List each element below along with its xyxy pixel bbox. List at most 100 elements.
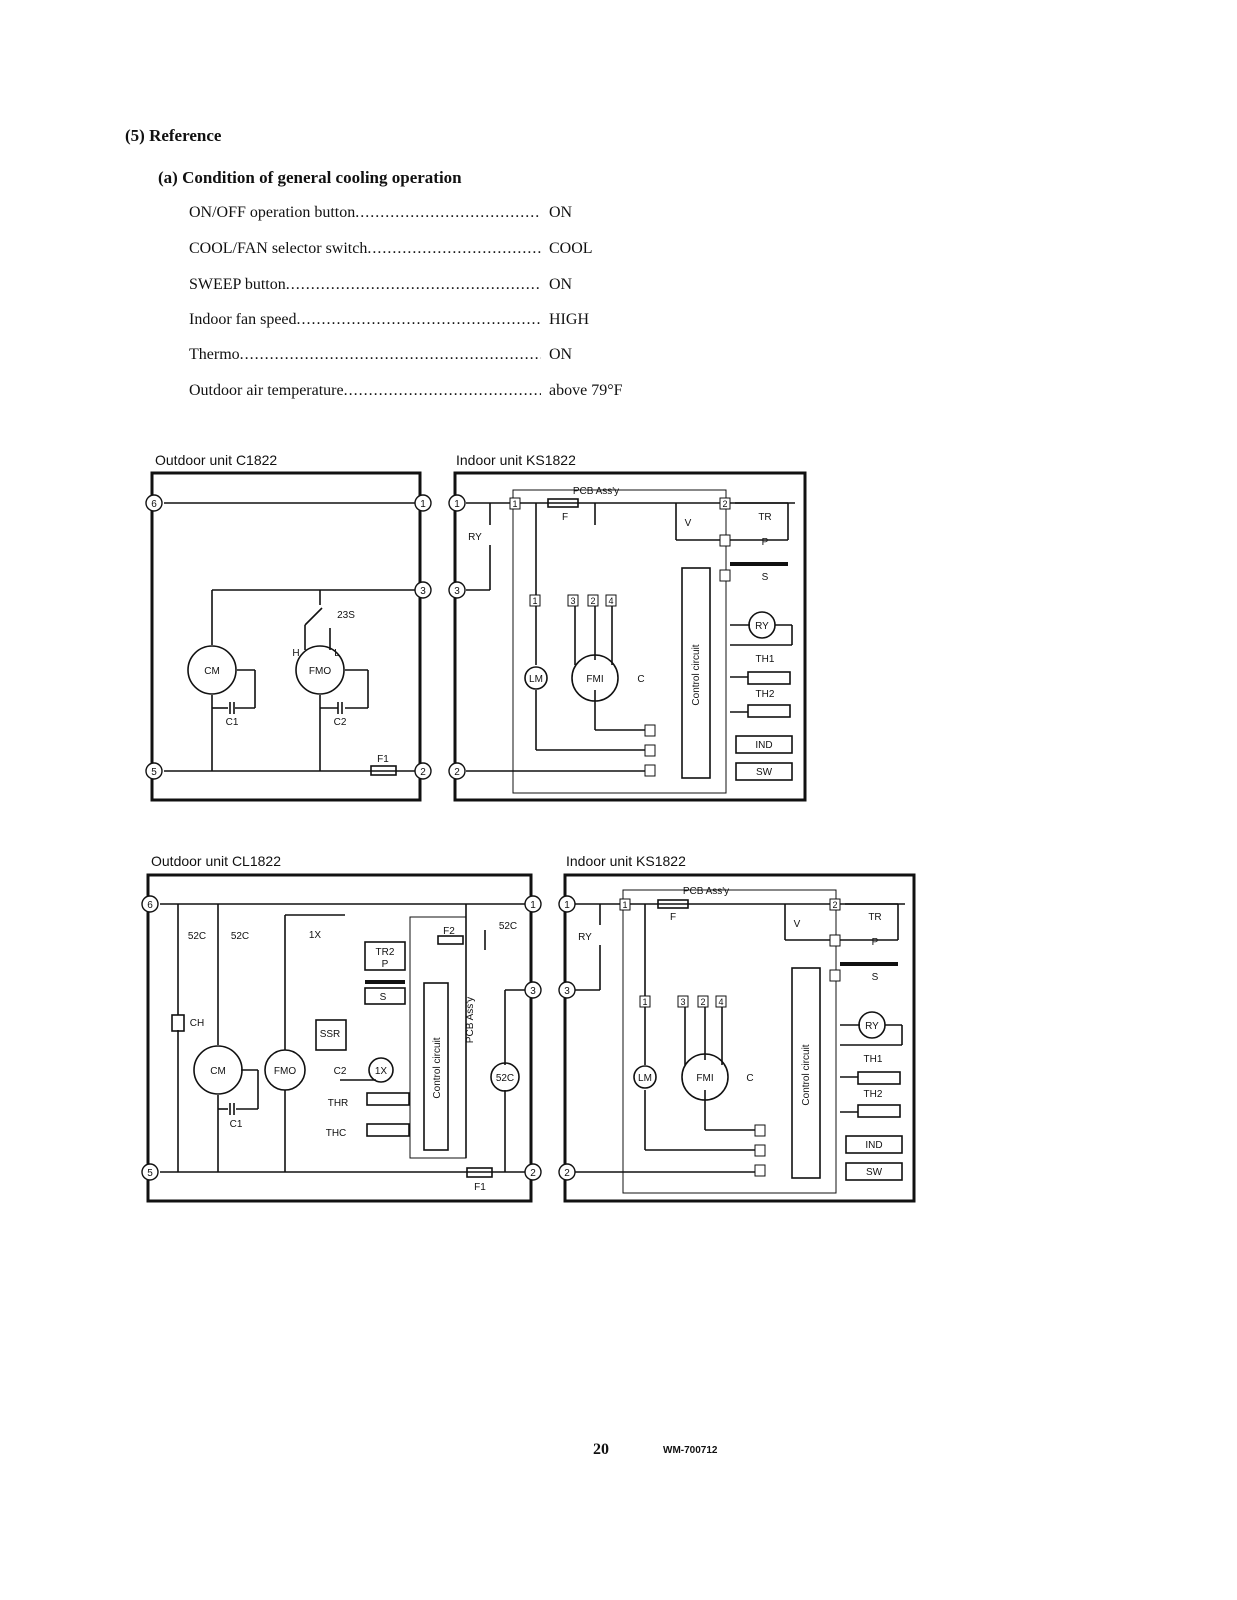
fmi-label: FMI <box>696 1073 713 1084</box>
page-number: 20 <box>593 1441 609 1458</box>
52c-label: 52C <box>499 921 517 932</box>
condition-row: Indoor fan speedHIGH <box>189 311 639 329</box>
tr2-label: TR2 <box>376 947 395 958</box>
condition-row: SWEEP buttonON <box>189 276 639 294</box>
23s-label: 23S <box>337 610 355 621</box>
sw-label: SW <box>756 767 773 778</box>
c2-label: C2 <box>334 1066 347 1077</box>
diagram1-indoor-title: Indoor unit KS1822 <box>456 452 576 468</box>
connector-number: 1 <box>512 499 517 509</box>
ry-label: RY <box>468 532 482 543</box>
terminal-label: 2 <box>420 767 426 778</box>
terminal-label: 3 <box>420 586 426 597</box>
thr-label: THR <box>328 1098 349 1109</box>
p-label: P <box>872 937 879 948</box>
c-label: C <box>746 1073 753 1084</box>
f2-label: F2 <box>443 926 455 937</box>
s-label: S <box>872 972 879 983</box>
terminal-label: 1 <box>420 499 426 510</box>
terminal-label: 1 <box>564 900 570 911</box>
ind-label: IND <box>865 1140 882 1151</box>
f-label: F <box>562 512 568 523</box>
v-label: V <box>685 518 692 529</box>
c1-label: C1 <box>226 717 239 728</box>
terminal-label: 2 <box>530 1168 536 1179</box>
cm-label: CM <box>204 666 220 677</box>
52c-coil-label: 52C <box>496 1073 514 1084</box>
diagram2-indoor-box <box>563 873 916 1203</box>
th1-label: TH1 <box>756 654 775 665</box>
fmo-label: FMO <box>309 666 331 677</box>
v-label: V <box>794 919 801 930</box>
control-circuit-label: Control circuit <box>801 1044 812 1105</box>
th1-label: TH1 <box>864 1054 883 1065</box>
document-code: WM-700712 <box>663 1445 718 1456</box>
diagram1-indoor-box <box>453 471 807 802</box>
connector-number: 1 <box>532 596 537 606</box>
connector-number: 3 <box>570 596 575 606</box>
connector-number: 1 <box>642 997 647 1007</box>
f1-label: F1 <box>474 1182 486 1193</box>
ry-label: RY <box>578 932 592 943</box>
terminal-label: 1 <box>454 499 460 510</box>
terminal-label: 3 <box>564 986 570 997</box>
terminal-label: 5 <box>151 767 157 778</box>
1x-label: 1X <box>309 930 322 941</box>
ry-coil-label: RY <box>755 621 769 632</box>
connector-number: 2 <box>590 596 595 606</box>
condition-row: Outdoor air temperatureabove 79°F <box>189 382 639 400</box>
terminal-label: 6 <box>147 900 153 911</box>
52c-label: 52C <box>188 931 206 942</box>
terminal-label: 3 <box>454 586 460 597</box>
tr-label: TR <box>868 912 881 923</box>
sw-label: SW <box>866 1167 883 1178</box>
cm-label: CM <box>210 1066 226 1077</box>
pcb-label: PCB Ass'y <box>465 997 476 1043</box>
terminal-label: 2 <box>564 1168 570 1179</box>
1x-coil-label: 1X <box>375 1066 388 1077</box>
th2-label: TH2 <box>756 689 775 700</box>
condition-row: ON/OFF operation buttonON <box>189 204 639 222</box>
thc-label: THC <box>326 1128 347 1139</box>
p-label: P <box>762 537 769 548</box>
f-label: F <box>670 912 676 923</box>
l-label: L <box>334 648 340 659</box>
tr-label: TR <box>758 512 771 523</box>
connector-number: 3 <box>680 997 685 1007</box>
c1-label: C1 <box>230 1119 243 1130</box>
diagram1-outdoor-title: Outdoor unit C1822 <box>155 452 278 468</box>
lm-label: LM <box>638 1073 652 1084</box>
terminal-label: 2 <box>454 767 460 778</box>
connector-number: 2 <box>722 499 727 509</box>
ind-label: IND <box>755 740 772 751</box>
connector-number: 4 <box>608 596 613 606</box>
h-label: H <box>292 648 299 659</box>
f1-label: F1 <box>377 754 389 765</box>
connector-number: 2 <box>700 997 705 1007</box>
fmo-label: FMO <box>274 1066 296 1077</box>
lm-label: LM <box>529 674 543 685</box>
connector-number: 1 <box>622 900 627 910</box>
terminal-label: 5 <box>147 1168 153 1179</box>
p-label: P <box>382 959 389 970</box>
s-label: S <box>380 992 387 1003</box>
pcb-label: PCB Ass'y <box>683 886 729 897</box>
ry-coil-label: RY <box>865 1021 879 1032</box>
diagram2-outdoor-title: Outdoor unit CL1822 <box>151 853 281 869</box>
subsection-heading: (a) Condition of general cooling operati… <box>158 168 462 187</box>
pcb-label: PCB Ass'y <box>573 486 619 497</box>
diagram1-outdoor-box <box>150 471 422 802</box>
diagram2-indoor-title: Indoor unit KS1822 <box>566 853 686 869</box>
connector-number: 2 <box>832 900 837 910</box>
ch-label: CH <box>190 1018 204 1029</box>
th2-label: TH2 <box>864 1089 883 1100</box>
control-circuit-label: Control circuit <box>691 644 702 705</box>
condition-row: ThermoON <box>189 346 639 364</box>
control-circuit-label: Control circuit <box>432 1037 443 1098</box>
ssr-label: SSR <box>320 1029 341 1040</box>
diagram2-outdoor-box <box>146 873 533 1203</box>
terminal-label: 6 <box>151 499 157 510</box>
c2-label: C2 <box>334 717 347 728</box>
terminal-label: 1 <box>530 900 536 911</box>
